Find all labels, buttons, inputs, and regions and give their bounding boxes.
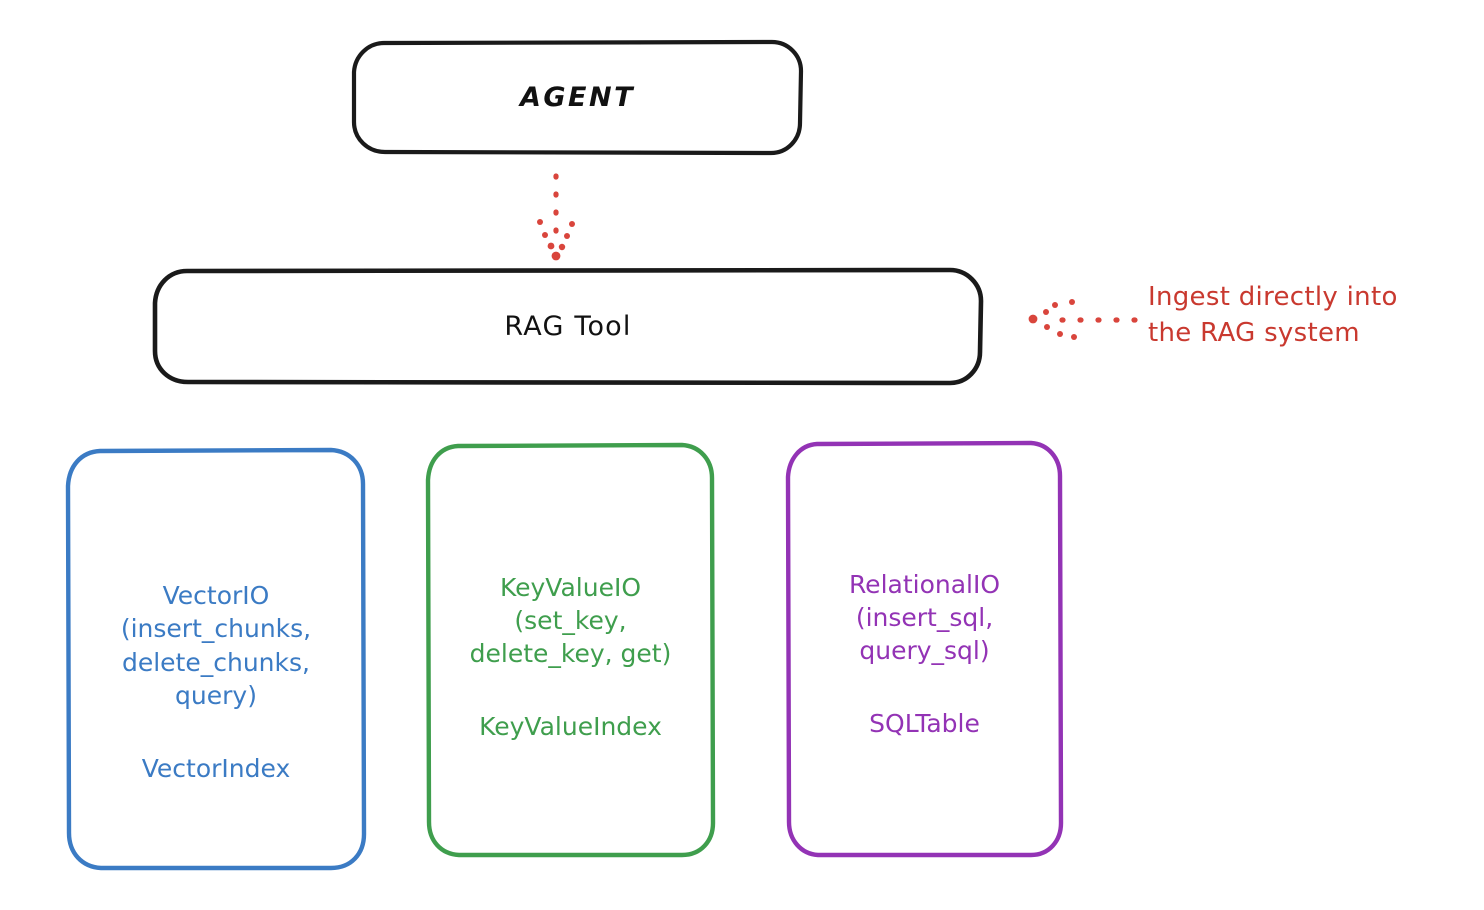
key-value-io-index-label: KeyValueIndex [479,712,662,742]
agent-box-outline [351,39,804,156]
relational-io-index-label: SQLTable [869,709,980,739]
vector-io-api-label: VectorIO (insert_chunks, delete_chunks, … [120,581,312,710]
agent-node[interactable]: AGENT [354,42,801,153]
relational-io-body: RelationalIO (insert_sql, query_sql) SQL… [788,568,1061,739]
agent-label: AGENT [519,81,635,113]
vector-io-body: VectorIO (insert_chunks, delete_chunks, … [68,579,364,783]
ingest-annotation-text: Ingest directly into the RAG system [1148,282,1398,348]
agent-to-rag-connector [537,173,575,261]
vector-io-index-label: VectorIndex [141,754,291,783]
vector-io-box-outline [65,447,367,871]
rag-tool-box-outline [152,267,984,386]
relational-io-api-label: RelationalIO (insert_sql, query_sql) [848,569,1001,666]
key-value-io-box-outline [425,442,716,858]
key-value-io-node[interactable]: KeyValueIO (set_key, delete_key, get) Ke… [428,445,713,855]
key-value-io-body: KeyValueIO (set_key, delete_key, get) Ke… [428,571,713,742]
ingest-connector [1028,299,1139,340]
rag-tool-node[interactable]: RAG Tool [155,270,981,383]
key-value-io-api-label: KeyValueIO (set_key, delete_key, get) [469,572,672,669]
relational-io-box-outline [785,440,1064,858]
relational-io-node[interactable]: RelationalIO (insert_sql, query_sql) SQL… [788,443,1061,855]
rag-tool-label: RAG Tool [504,310,632,342]
vector-io-node[interactable]: VectorIO (insert_chunks, delete_chunks, … [68,450,364,868]
